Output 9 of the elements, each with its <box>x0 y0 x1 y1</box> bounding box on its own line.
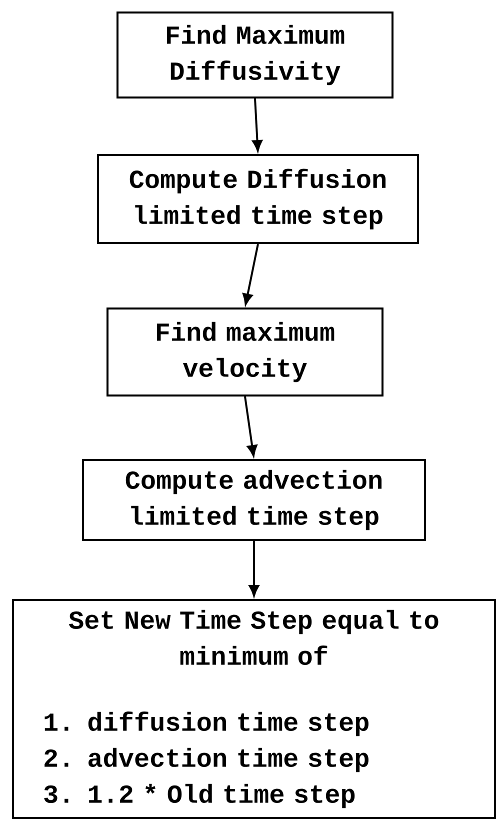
process-box: Find maximum velocity <box>106 308 384 396</box>
process-box: Compute Diffusion limited time step <box>97 154 419 244</box>
process-box: Compute advection limited time step <box>82 459 426 541</box>
process-box: Set New Time Step equal to minimum of 1. diffusion time step 2. advection time step 3. 1.2 * Old time step <box>12 599 496 819</box>
process-box: Find Maximum Diffusivity <box>116 12 394 98</box>
arrow <box>248 541 260 596</box>
arrow <box>242 244 259 305</box>
arrow <box>244 396 258 456</box>
arrow <box>252 98 262 152</box>
